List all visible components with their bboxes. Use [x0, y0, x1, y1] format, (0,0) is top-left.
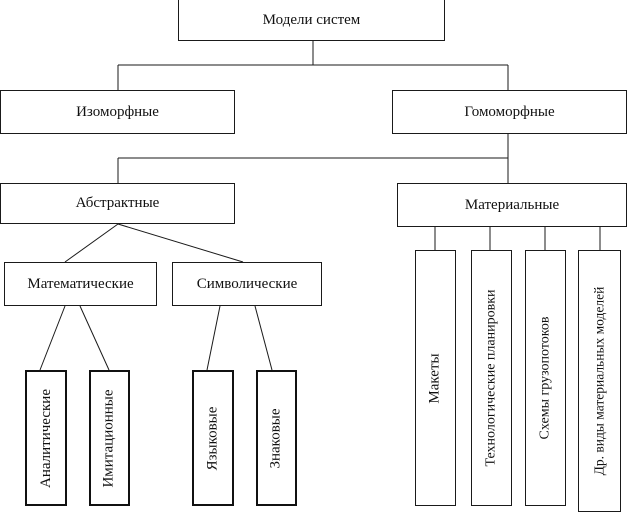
node-abstract: Абстрактные	[0, 183, 235, 224]
node-linguistic-label: Языковые	[204, 406, 221, 470]
node-symbolic-label: Символические	[196, 275, 298, 292]
node-isomorphic-label: Изоморфные	[76, 103, 159, 120]
node-system-models-label: Модели систем	[262, 11, 361, 28]
node-homomorphic: Гомоморфные	[392, 90, 627, 134]
node-linguistic: Языковые	[192, 370, 234, 506]
node-imitation-label: Имитационные	[101, 388, 117, 488]
node-technological-layouts-label: Технологические планировки	[483, 289, 499, 467]
node-imitation: Имитационные	[89, 370, 130, 506]
node-cargo-flow-schemes: Схемы грузопотоков	[525, 250, 566, 506]
node-mathematical-label: Математические	[27, 275, 134, 292]
node-cargo-flow-schemes-label: Схемы грузопотоков	[537, 316, 553, 440]
node-symbolic: Символические	[172, 262, 322, 306]
node-other-material-models-label: Др. виды материальных моделей	[591, 286, 607, 476]
node-isomorphic: Изоморфные	[0, 90, 235, 134]
node-mockups: Макеты	[415, 250, 456, 506]
node-mathematical: Математические	[4, 262, 157, 306]
node-material-label: Материальные	[464, 196, 560, 213]
node-homomorphic-label: Гомоморфные	[464, 103, 555, 120]
node-system-models: Модели систем	[178, 0, 445, 41]
node-abstract-label: Абстрактные	[75, 195, 160, 211]
node-sign: Знаковые	[256, 370, 297, 506]
node-sign-label: Знаковые	[268, 407, 285, 469]
node-material: Материальные	[397, 183, 627, 227]
node-analytical-label: Аналитические	[37, 388, 54, 488]
node-other-material-models: Др. виды материальных моделей	[578, 250, 621, 512]
node-analytical: Аналитические	[25, 370, 67, 506]
node-technological-layouts: Технологические планировки	[471, 250, 512, 506]
node-mockups-label: Макеты	[427, 352, 444, 404]
